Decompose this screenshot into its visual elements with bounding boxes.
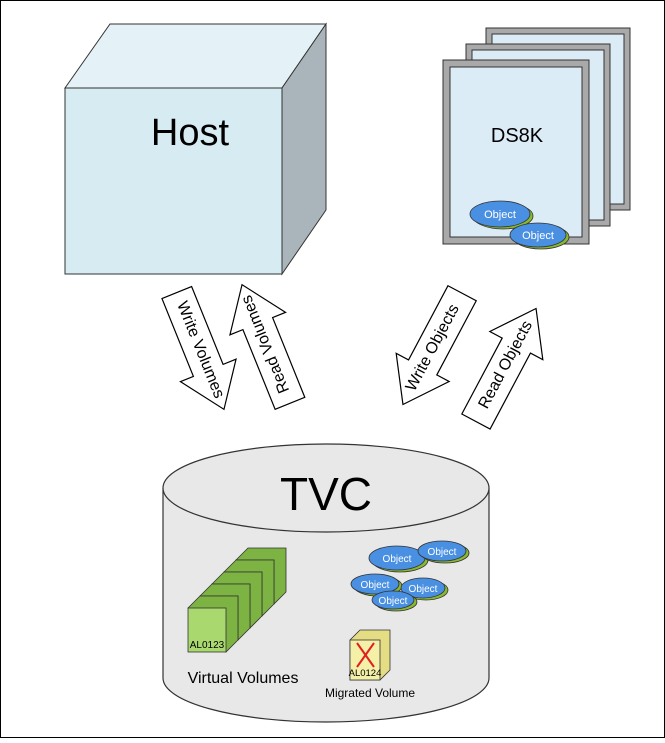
x-mark-icon (356, 642, 375, 668)
svg-text:Object: Object (522, 230, 554, 242)
svg-text:Object: Object (361, 580, 390, 591)
host-label: Host (151, 112, 230, 154)
ds8k-label: DS8K (491, 125, 544, 147)
tvc-object-5: Object (371, 590, 418, 612)
tvc-objects-cluster: Object Object Object Object Object (350, 540, 470, 612)
svg-text:Object: Object (428, 547, 457, 558)
svg-text:Object: Object (409, 584, 438, 595)
tvc-object-2: Object (417, 540, 470, 564)
ds8k-object-1: Object (469, 200, 534, 230)
svg-text:Object: Object (484, 209, 516, 221)
host-cube-front (64, 87, 283, 275)
host-cube-top (64, 23, 327, 89)
migrated-volume: AL0124 (349, 629, 391, 681)
host-cube: Host (64, 22, 327, 276)
svg-text:Object: Object (379, 596, 408, 607)
tvc-label: TVC (280, 468, 372, 520)
migrated-volume-caption: Migrated Volume (325, 686, 415, 700)
svg-text:Object: Object (383, 554, 412, 565)
tvc-cylinder-top (162, 443, 490, 533)
tvc-object-4: Object (400, 577, 449, 601)
migrated-volume-id: AL0124 (349, 668, 382, 679)
tvc-object-1: Object (368, 545, 429, 573)
ds8k-stack: DS8K Object Object (442, 27, 631, 250)
ds8k-object-2: Object (509, 222, 570, 250)
virtual-volumes-stack: AL0123 (187, 547, 287, 653)
virtual-volumes-caption: Virtual Volumes (188, 670, 299, 687)
virtual-volume-id: AL0123 (190, 640, 225, 651)
virtual-volume-1: AL0123 (187, 595, 239, 653)
